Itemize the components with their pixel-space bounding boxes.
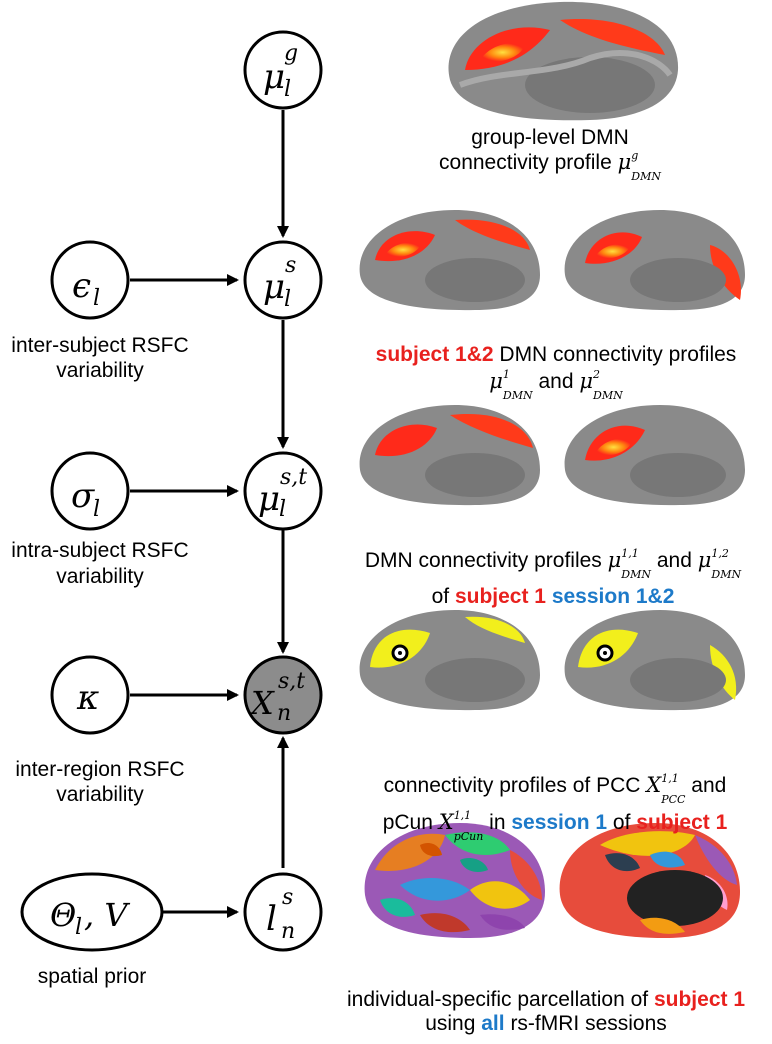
svg-text:s,t: s,t xyxy=(278,669,305,694)
node-mu-g: μ g l xyxy=(243,30,323,110)
node-sigma: σ l xyxy=(50,451,130,531)
svg-text:σ: σ xyxy=(71,476,95,516)
caption-parcellation: individual-specific parcellation of subj… xyxy=(346,988,746,1035)
node-x-st: X s,t n xyxy=(243,655,323,735)
label-inter-region-2: variability xyxy=(56,783,144,806)
svg-text:s: s xyxy=(282,885,293,910)
svg-text:l: l xyxy=(93,286,100,311)
brain-pcun-profile xyxy=(564,610,745,711)
node-l-s: l s n xyxy=(243,872,323,952)
svg-text:l: l xyxy=(284,287,291,312)
svg-text:l: l xyxy=(266,899,277,939)
label-intra-subject-1: intra-subject RSFC xyxy=(11,539,188,562)
brain-group-dmn xyxy=(448,1,679,121)
svg-text:l: l xyxy=(93,497,100,522)
node-mu-st: μ s,t l xyxy=(243,451,323,531)
svg-text:μ: μ xyxy=(263,57,285,97)
svg-text:X: X xyxy=(248,684,275,722)
edges xyxy=(130,110,289,918)
brain-pcc-profile xyxy=(359,610,540,711)
node-kappa: κ xyxy=(50,655,130,735)
svg-text:, V: , V xyxy=(84,896,130,934)
brain-parcellation-medial xyxy=(559,823,740,938)
svg-text:n: n xyxy=(277,701,291,726)
svg-text:l: l xyxy=(279,497,286,522)
svg-text:ϵ: ϵ xyxy=(72,266,91,306)
svg-text:l: l xyxy=(75,915,82,940)
svg-text:g: g xyxy=(284,41,298,66)
brain-parcellation-lateral xyxy=(364,823,545,938)
node-mu-s: μ s l xyxy=(243,240,323,320)
svg-text:l: l xyxy=(284,77,291,102)
left-labels: inter-subject RSFC variability intra-sub… xyxy=(11,334,188,988)
node-epsilon: ϵ l xyxy=(50,240,130,320)
brain-s1-session2-dmn xyxy=(564,405,745,506)
brain-subject1-dmn xyxy=(359,210,540,311)
svg-text:μ: μ xyxy=(258,479,280,519)
label-inter-subject-1: inter-subject RSFC xyxy=(11,334,188,357)
svg-text:μ: μ xyxy=(263,267,285,307)
label-intra-subject-2: variability xyxy=(56,565,144,588)
label-inter-region-1: inter-region RSFC xyxy=(15,758,184,781)
brain-subject2-dmn xyxy=(564,210,745,311)
label-inter-subject-2: variability xyxy=(56,359,144,382)
label-spatial-prior: spatial prior xyxy=(38,965,147,988)
node-theta-v: Θ l , V xyxy=(20,872,164,952)
svg-text:κ: κ xyxy=(76,678,99,718)
svg-text:s,t: s,t xyxy=(280,465,307,490)
brain-s1-session1-dmn xyxy=(359,405,540,506)
svg-text:Θ: Θ xyxy=(50,896,76,934)
svg-text:s: s xyxy=(285,253,296,278)
svg-text:n: n xyxy=(281,919,295,944)
